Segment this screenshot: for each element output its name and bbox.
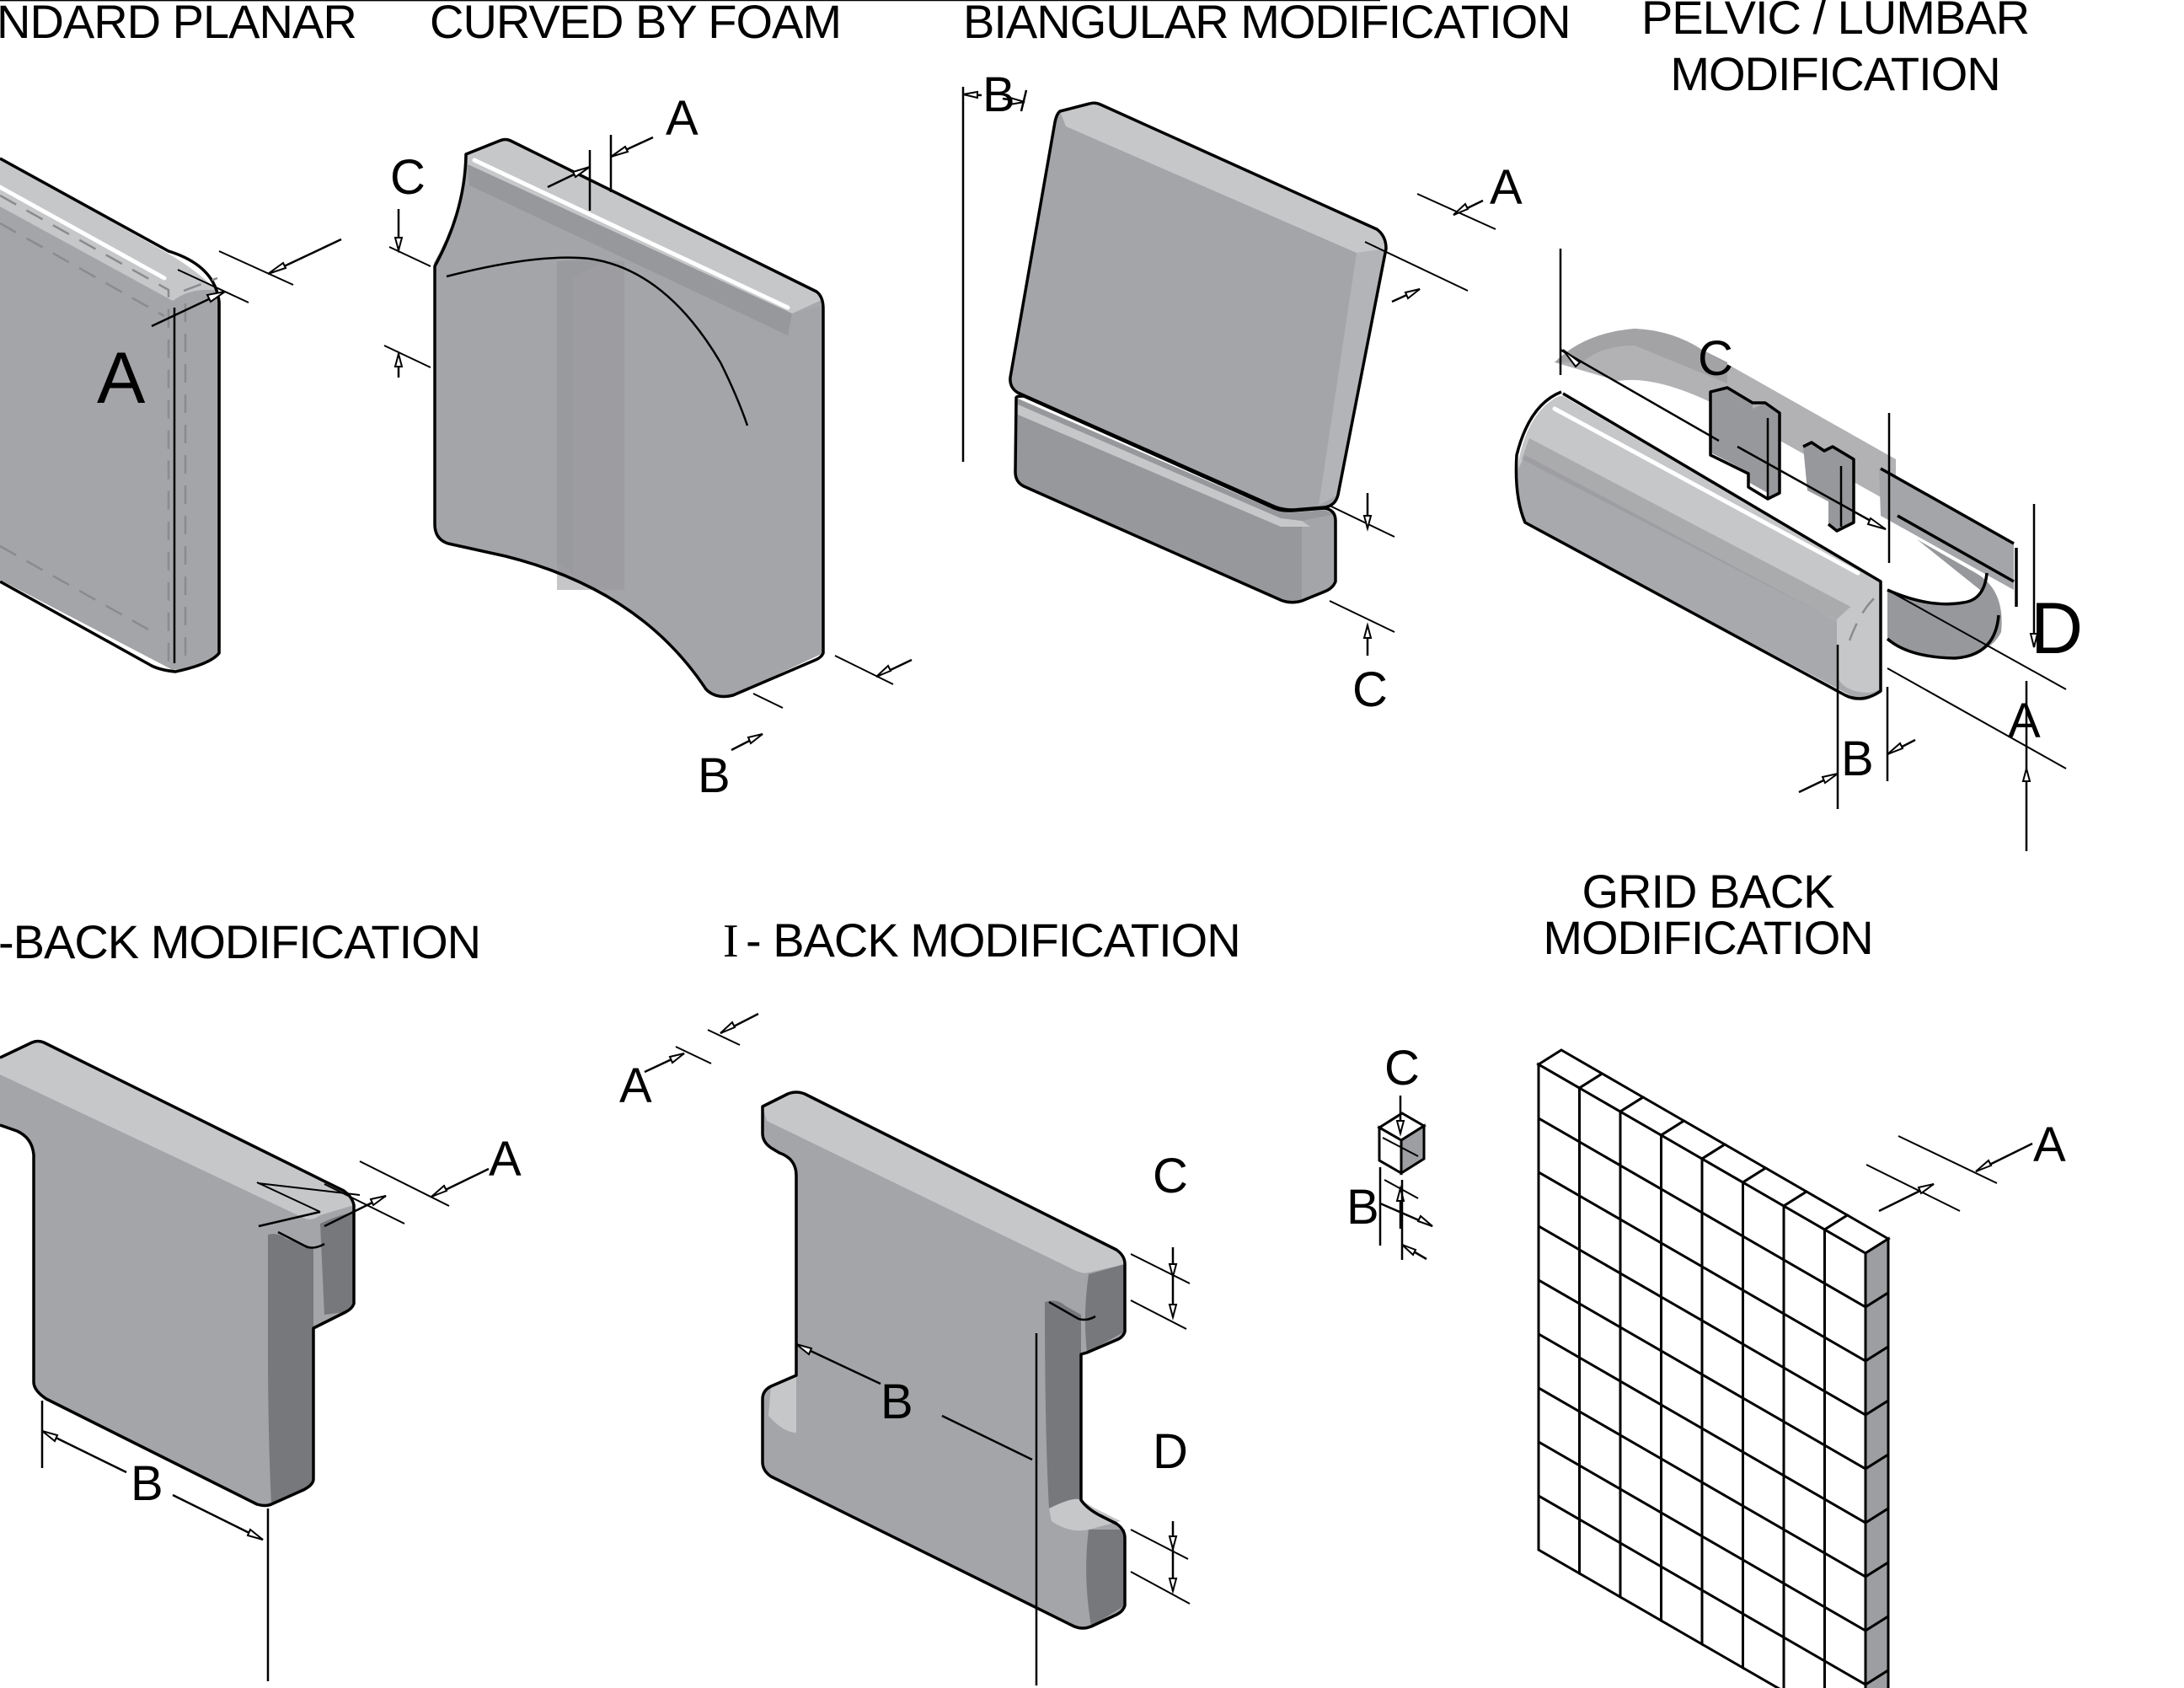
dimension-label-b: B	[1346, 1180, 1379, 1235]
cushion-curved-by-foam: A C B	[0, 0, 913, 803]
panel-title-biangular: BIANGULAR MODIFICATION	[963, 0, 1571, 48]
dimension-label-c: C	[1698, 331, 1733, 386]
grid-cube-front	[1823, 1659, 1867, 1688]
dimension-label-a: A	[666, 91, 699, 146]
grid-back-cube-wall	[1536, 1048, 1891, 1688]
single-grid-cube	[1377, 1112, 1427, 1176]
dimension-label-b: B	[1841, 731, 1874, 786]
grid-dimensions: C B A	[0, 0, 2066, 1261]
panel-i-back-modification: I - BACK MODIFICATION A C	[619, 914, 1241, 1685]
buckle-icon	[1709, 386, 1855, 533]
dimension-label-d: D	[2031, 588, 2083, 669]
panel-title-pelvic-lumbar-line1: PELVIC / LUMBAR	[1641, 0, 2029, 44]
lumbar-roll-with-strap: C A D B	[1514, 249, 2083, 851]
panel-title-standard-planar: NDARD PLANAR	[0, 0, 356, 48]
panel-t-back-modification: -BACK MODIFICATION A	[0, 915, 522, 1681]
panel-title-i-back: - BACK MODIFICATION	[746, 914, 1240, 967]
panel-title-curved-by-foam: CURVED BY FOAM	[430, 0, 841, 48]
dimension-label-c: C	[1384, 1041, 1420, 1096]
panel-curved-by-foam: CURVED BY FOAM A	[0, 0, 913, 803]
cushion-i-back: A C D B	[619, 1012, 1191, 1685]
dimension-label-c: C	[1352, 662, 1388, 717]
dimension-label-a: A	[1490, 160, 1523, 215]
dimension-label-a: A	[2008, 694, 2041, 748]
dimension-label-c: C	[1153, 1149, 1188, 1203]
dimension-label-c: C	[390, 150, 426, 205]
dimension-label-b: B	[982, 67, 1015, 122]
panel-pelvic-lumbar: PELVIC / LUMBAR MODIFICATION	[1514, 0, 2083, 851]
dimension-label-a: A	[489, 1132, 522, 1187]
grid-cube-front	[1742, 1611, 1785, 1688]
cushion-standard-planar: A	[0, 157, 342, 673]
dimension-label-a: A	[97, 338, 146, 419]
panel-title-grid-back-line1: GRID BACK	[1582, 865, 1834, 918]
dimension-label-d: D	[1153, 1424, 1188, 1479]
panel-standard-planar: NDARD PLANAR A	[0, 0, 357, 673]
dimension-label-b: B	[698, 748, 731, 803]
panel-title-i-back-prefix: I	[723, 915, 738, 967]
dimension-label-b: B	[881, 1375, 913, 1429]
panel-biangular-modification: BIANGULAR MODIFICATION B	[961, 0, 1571, 717]
panel-title-pelvic-lumbar-line2: MODIFICATION	[1670, 47, 1999, 100]
cushion-biangular: B A C	[961, 67, 1523, 717]
panel-title-t-back: -BACK MODIFICATION	[0, 915, 480, 968]
cushion-t-back: A B	[0, 1039, 522, 1681]
dimension-label-a: A	[2033, 1117, 2066, 1172]
dimension-label-b: B	[131, 1456, 163, 1511]
grid-cube-side	[1864, 1668, 1890, 1688]
panel-grid-back-modification: GRID BACK MODIFICATION C B	[0, 0, 2066, 1688]
panel-title-grid-back-line2: MODIFICATION	[1543, 911, 1872, 964]
dimension-label-a: A	[619, 1058, 652, 1113]
grid-cube-front	[1782, 1635, 1826, 1688]
